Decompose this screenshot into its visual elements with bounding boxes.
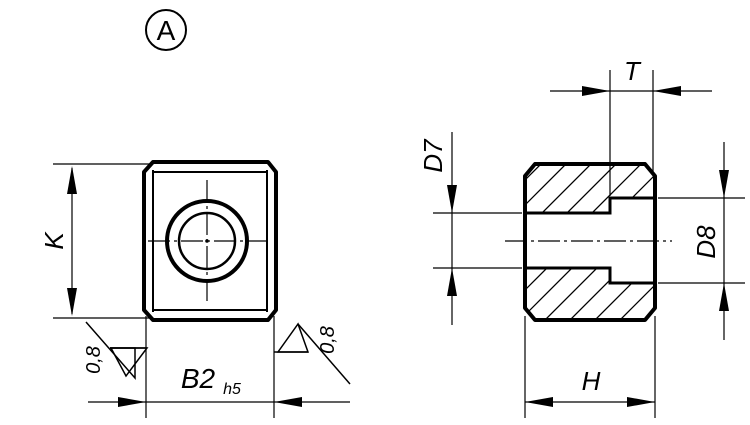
roughness-value-right: 0,8 bbox=[317, 326, 339, 354]
roughness-value-left: 0,8 bbox=[83, 346, 105, 374]
arrow-h-left bbox=[525, 397, 553, 407]
center-point bbox=[205, 239, 209, 243]
label-b2-tolerance: h5 bbox=[223, 381, 241, 398]
arrow-d8-top bbox=[719, 170, 729, 198]
surface-roughness-left: 0,8 bbox=[83, 321, 149, 380]
roughness-leader-right bbox=[297, 323, 351, 385]
arrow-b2-left bbox=[118, 397, 146, 407]
dimension-b2: B2 h5 bbox=[88, 316, 350, 418]
label-d8: D8 bbox=[691, 225, 721, 259]
label-k: K bbox=[39, 231, 69, 250]
arrow-d8-bottom bbox=[719, 283, 729, 311]
bore-lower-contour bbox=[525, 266, 655, 285]
label-d7: D7 bbox=[418, 138, 448, 173]
label-h: H bbox=[582, 366, 601, 396]
view-marker: A bbox=[145, 9, 187, 51]
label-b2: B2 bbox=[181, 363, 216, 394]
surface-roughness-right: 0,8 bbox=[274, 322, 351, 385]
section-outline bbox=[523, 162, 657, 322]
arrow-b2-right bbox=[274, 397, 302, 407]
arrow-d7-bottom bbox=[447, 268, 457, 296]
label-t: T bbox=[624, 56, 642, 86]
view-marker-label: A bbox=[157, 15, 176, 46]
dimension-k: K bbox=[39, 163, 150, 319]
dimension-d7: D7 bbox=[418, 132, 522, 325]
arrow-d7-top bbox=[447, 185, 457, 213]
dimension-t: T bbox=[550, 56, 712, 196]
section-hatching-top bbox=[525, 164, 655, 213]
dimension-h: H bbox=[524, 316, 656, 418]
front-view bbox=[142, 160, 278, 322]
section-view bbox=[505, 162, 672, 322]
roughness-triangle-left bbox=[109, 347, 149, 378]
arrow-t-right bbox=[653, 86, 681, 96]
arrow-k-bottom bbox=[67, 288, 77, 316]
arrow-h-right bbox=[627, 397, 655, 407]
arrow-k-top bbox=[67, 166, 77, 194]
dimension-d8: D8 bbox=[658, 142, 745, 340]
roughness-triangle-right bbox=[276, 322, 310, 353]
arrow-t-left bbox=[582, 86, 610, 96]
view-marker-circle bbox=[145, 9, 187, 51]
section-hatching-bottom bbox=[525, 268, 655, 320]
front-view-outline bbox=[142, 160, 278, 322]
